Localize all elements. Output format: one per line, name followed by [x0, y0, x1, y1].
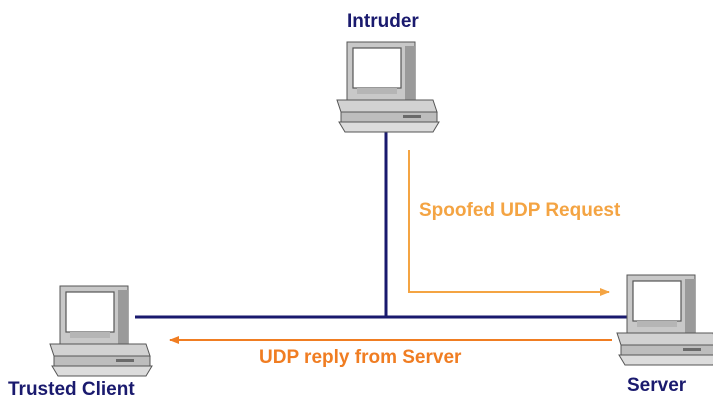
trusted-client-label: Trusted Client	[8, 379, 135, 400]
udp-reply-label: UDP reply from Server	[259, 347, 462, 368]
server-computer-icon	[616, 274, 713, 366]
intruder-computer-icon	[336, 41, 440, 133]
spoofed-request-label: Spoofed UDP Request	[419, 200, 621, 221]
client-computer-icon	[49, 285, 153, 377]
server-label: Server	[627, 375, 687, 396]
intruder-label: Intruder	[347, 11, 419, 32]
spoofed-request-arrow	[408, 150, 610, 296]
